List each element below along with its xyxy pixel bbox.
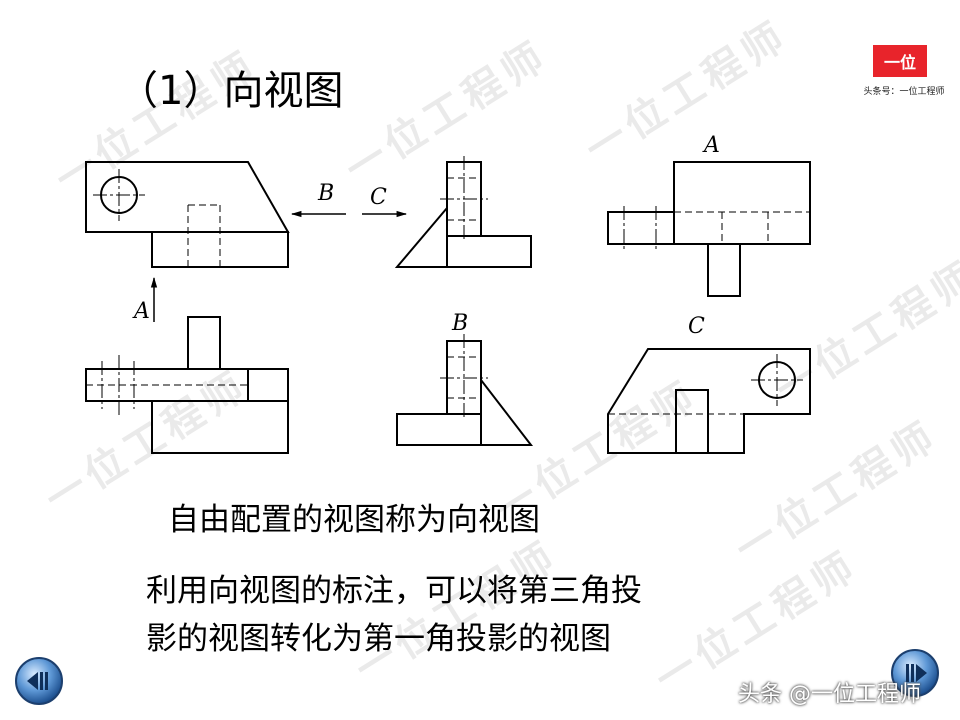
left-view bbox=[394, 156, 532, 268]
view-label-a: A bbox=[702, 133, 720, 158]
credit-watermark: 头条 @一位工程师 bbox=[738, 682, 921, 707]
caption-definition: 自由配置的视图称为向视图 bbox=[168, 502, 540, 538]
view-label-c: C bbox=[370, 185, 387, 210]
view-c bbox=[607, 348, 811, 454]
previous-button[interactable] bbox=[14, 656, 64, 706]
view-label-c-view: C bbox=[688, 314, 705, 339]
view-label-a-arrow: A bbox=[132, 299, 150, 324]
next-icon bbox=[891, 649, 939, 697]
view-a bbox=[607, 161, 811, 297]
main-view bbox=[85, 161, 290, 268]
brand-logo: 一位 bbox=[873, 45, 927, 77]
caption-note-line1: 利用向视图的标注，可以将第三角投 bbox=[146, 573, 642, 609]
previous-icon bbox=[15, 657, 63, 705]
view-label-b: B bbox=[317, 181, 334, 206]
page-title: （1）向视图 bbox=[118, 68, 344, 114]
view-label-b-view: B bbox=[451, 311, 468, 336]
logo-caption: 头条号：一位工程师 bbox=[863, 87, 945, 97]
next-button[interactable] bbox=[890, 648, 940, 698]
top-view bbox=[85, 316, 289, 454]
direction-arrows bbox=[150, 210, 408, 322]
caption-note-line2: 影的视图转化为第一角投影的视图 bbox=[146, 621, 611, 657]
view-b bbox=[396, 334, 534, 446]
